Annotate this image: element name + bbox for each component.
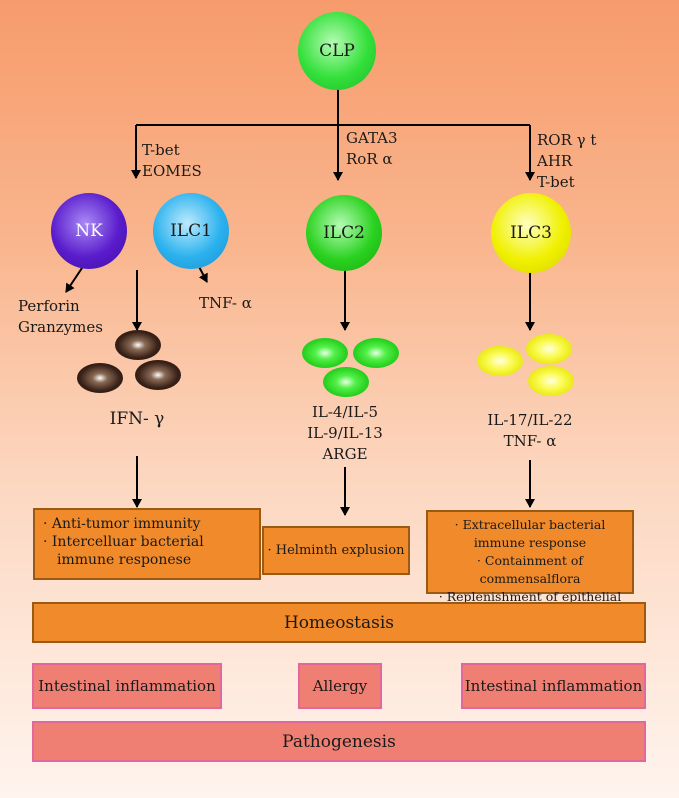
tf-ahr: AHR [537, 152, 573, 170]
ilc1-node: ILC1 [153, 193, 229, 269]
tf-ilc1-group: T-bet EOMES [142, 140, 202, 182]
arge-label: ARGE [322, 445, 368, 463]
function-item: · Anti-tumor immunity [43, 516, 201, 532]
clp-node: CLP [298, 12, 376, 90]
ilc3-cell [528, 366, 574, 396]
ilc1-ifn-label: IFN- γ [109, 409, 165, 429]
function-item: · Intercelluar bacterial [43, 534, 204, 550]
ilc1-function-box: · Anti-tumor immunity · Intercelluar bac… [33, 508, 261, 580]
disease-left-box: Intestinal inflammation [32, 663, 222, 709]
tf-ror-alpha: RoR α [346, 150, 393, 168]
ilc1-cell [115, 330, 161, 360]
function-item: · Containment of commensalflora [476, 553, 584, 586]
ilc3-cell [526, 334, 572, 364]
ilc3-node: ILC3 [491, 193, 571, 273]
tf-ror-gamma-t: ROR γ t [537, 131, 597, 149]
function-item: · Helminth explusion [267, 542, 405, 558]
ilc1-cell [77, 363, 123, 393]
disease-right-box: Intestinal inflammation [461, 663, 646, 709]
il17-il22-label: IL-17/IL-22 [487, 411, 573, 429]
pathogenesis-label: Pathogenesis [282, 731, 396, 752]
function-item: immune response [473, 535, 587, 550]
granzymes-label: Granzymes [18, 318, 103, 336]
tf-ilc3: ROR γ t AHR T-bet [537, 130, 596, 193]
nk-node: NK [51, 193, 127, 269]
il9-il13-label: IL-9/IL-13 [307, 424, 383, 442]
nk-label: NK [75, 221, 103, 241]
ilc2-cytokines: IL-4/IL-5 IL-9/IL-13 ARGE [307, 402, 383, 465]
tf-gata3: GATA3 [346, 129, 398, 147]
disease-middle-label: Allergy [312, 677, 368, 695]
ilc2-cell [323, 367, 369, 397]
il4-il5-label: IL-4/IL-5 [311, 403, 379, 421]
tf-ilc2: GATA3 RoR α [346, 128, 398, 170]
ilc2-label: ILC2 [323, 223, 365, 243]
disease-left-label: Intestinal inflammation [38, 677, 216, 695]
tf-tbet-ilc3: T-bet [537, 173, 575, 191]
function-item: immune responese [57, 552, 192, 568]
ilc2-node: ILC2 [306, 195, 382, 271]
homeostasis-label: Homeostasis [283, 612, 395, 633]
tf-eomes: EOMES [142, 162, 202, 180]
ilc1-tnf-label: TNF- α [199, 294, 252, 312]
nk-outputs: Perforin Granzymes [18, 296, 103, 338]
ilc1-cell [135, 360, 181, 390]
disease-right-label: Intestinal inflammation [464, 677, 643, 695]
ilc3-cell [477, 346, 523, 376]
ilc2-cell [353, 338, 399, 368]
function-item: · Extracellular bacterial [454, 517, 606, 532]
ilc3-tnf-label: TNF- α [503, 432, 557, 450]
ilc3-cytokines: IL-17/IL-22 TNF- α [487, 410, 572, 452]
pathogenesis-box: Pathogenesis [32, 721, 646, 762]
ilc3-function-box: · Extracellular bacterial immune respons… [426, 510, 634, 622]
disease-middle-box: Allergy [298, 663, 382, 709]
tf-tbet: T-bet [142, 141, 180, 159]
ilc2-function-box: · Helminth explusion [262, 526, 410, 575]
clp-label: CLP [319, 41, 355, 61]
perforin-label: Perforin [18, 297, 80, 315]
homeostasis-box: Homeostasis [32, 602, 646, 643]
ilc2-cell [302, 338, 348, 368]
ilc1-label: ILC1 [170, 221, 212, 241]
ilc3-label: ILC3 [510, 223, 552, 243]
